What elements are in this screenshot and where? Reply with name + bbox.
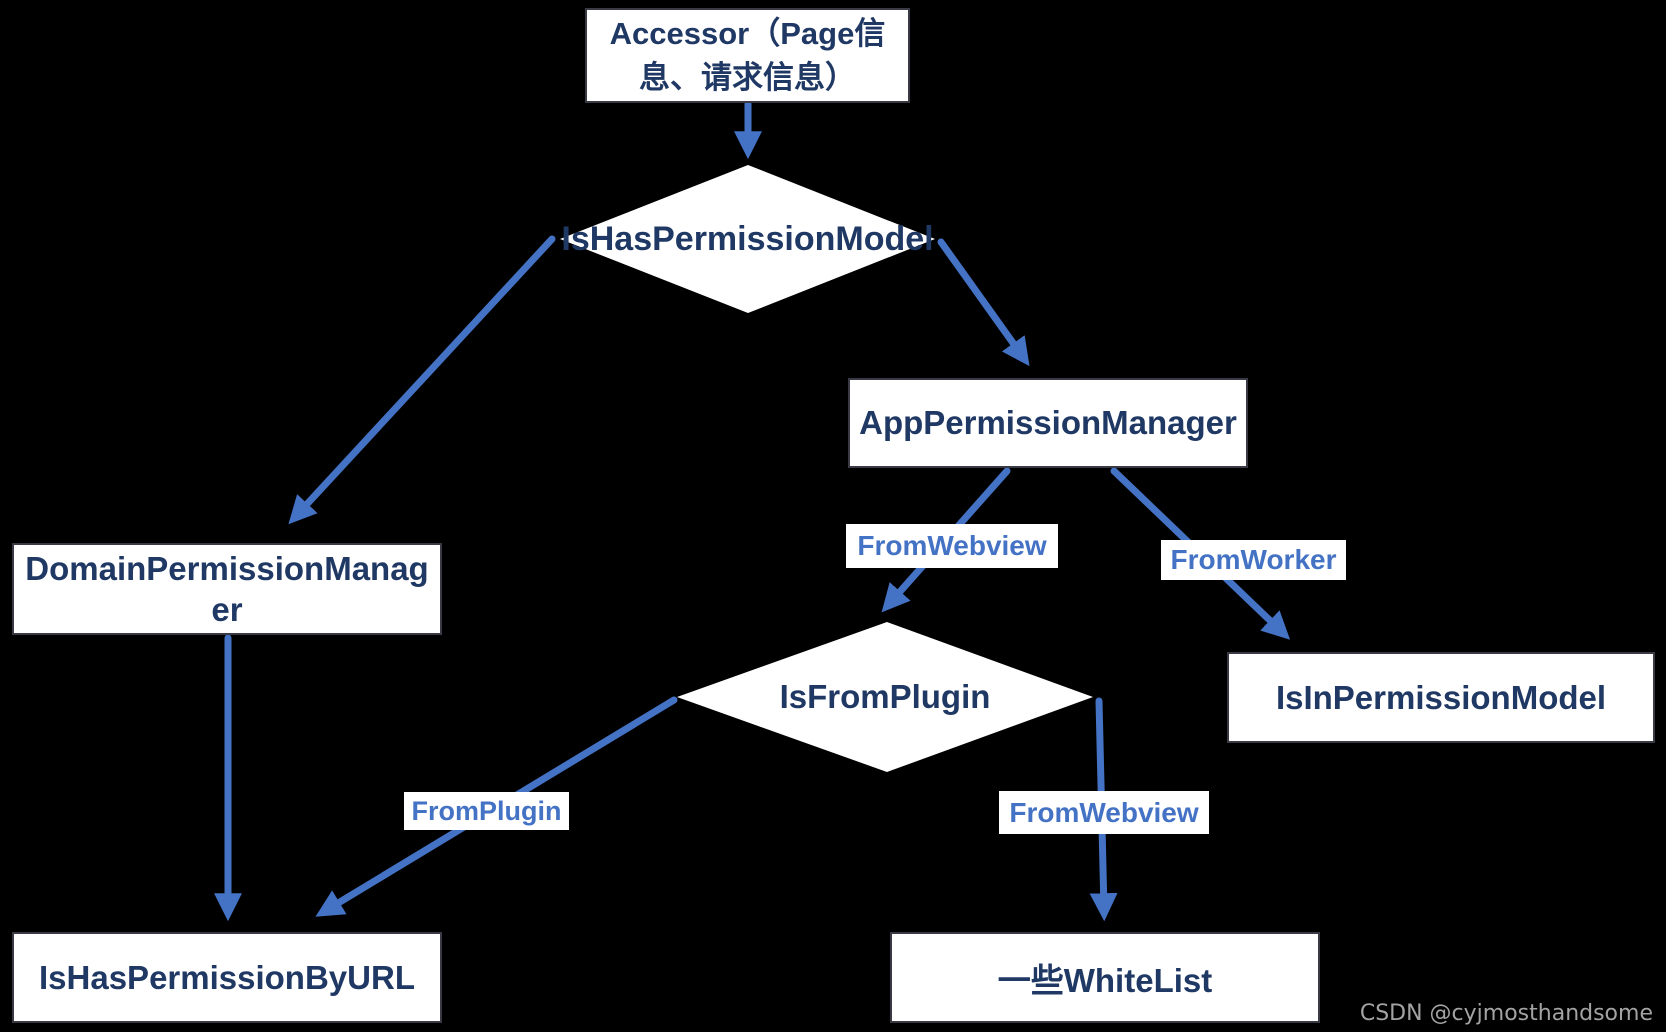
decision-isfromplugin-label: IsFromPlugin: [677, 622, 1093, 772]
node-domain-permission-manager-label: DomainPermissionManager: [25, 549, 429, 628]
decision-ishaspermissionmodel-text: IsHasPermissionModel: [561, 219, 934, 258]
edge-label-fromworker-text: FromWorker: [1170, 544, 1337, 575]
node-domain-permission-manager: DomainPermissionManager: [12, 543, 442, 635]
node-white-list: 一些WhiteList: [890, 932, 1320, 1023]
decision-ishaspermissionmodel-label: IsHasPermissionModel: [560, 165, 935, 313]
node-white-list-label: 一些WhiteList: [997, 961, 1213, 999]
node-app-permission-manager: AppPermissionManager: [848, 378, 1248, 468]
edge-label-fromwebview-lower: FromWebview: [999, 791, 1209, 834]
node-is-in-permission-model: IsInPermissionModel: [1227, 652, 1655, 743]
decision-ishaspermissionmodel-shape: [560, 165, 935, 313]
edge-label-fromplugin: FromPlugin: [404, 792, 569, 830]
csdn-watermark: CSDN @cyjmosthandsome: [1359, 1001, 1653, 1026]
edge-label-fromworker: FromWorker: [1161, 540, 1346, 580]
node-accessor-label: Accessor（Page信息、请求信息）: [609, 16, 886, 95]
node-is-has-permission-by-url: IsHasPermissionByURL: [12, 932, 442, 1023]
edge-ishaspermissionmodel-to-apppermissionmanager: [937, 238, 1030, 367]
node-is-has-permission-by-url-label: IsHasPermissionByURL: [39, 958, 415, 996]
edge-ishaspermissionmodel-to-domainpermissionmanager: [288, 235, 556, 525]
decision-isfromplugin-text: IsFromPlugin: [779, 678, 991, 715]
node-is-in-permission-model-label: IsInPermissionModel: [1275, 678, 1607, 716]
edge-label-fromwebview-upper-text: FromWebview: [857, 530, 1047, 561]
edge-label-fromplugin-text: FromPlugin: [411, 795, 562, 826]
decision-isfromplugin-shape: [677, 622, 1093, 772]
node-app-permission-manager-label: AppPermissionManager: [859, 404, 1237, 441]
edge-label-fromwebview-lower-text: FromWebview: [1009, 796, 1199, 828]
node-accessor: Accessor（Page信息、请求信息）: [585, 8, 910, 103]
edge-label-fromwebview-upper: FromWebview: [846, 524, 1058, 568]
